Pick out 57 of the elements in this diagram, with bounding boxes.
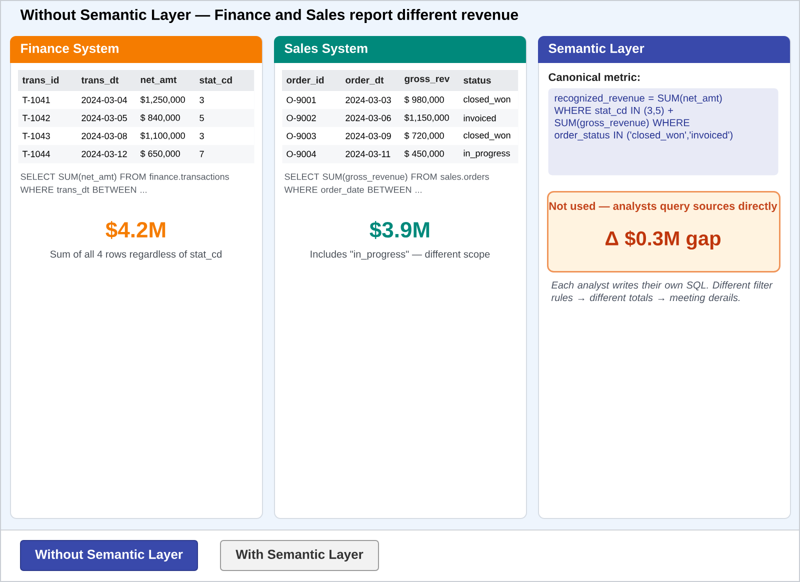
note-text: Each analyst writes their own SQL. Different filter rules → different totals → meeting derails. xyxy=(551,281,773,304)
table-cell: $ 450,000 xyxy=(404,150,444,158)
table-cell: closed_won xyxy=(464,132,510,140)
table-cell: 2024-03-08 xyxy=(82,132,127,140)
alert-text: Not used — analysts query sources directly xyxy=(549,202,778,212)
table-cell: invoiced xyxy=(464,114,496,122)
table-cell: $ 980,000 xyxy=(404,96,444,104)
sql-query: SELECT SUM(net_amt) FROM finance.transactions WHERE trans_dt BETWEEN ... xyxy=(20,173,229,195)
column-header: status xyxy=(464,77,491,84)
table-cell: O-9004 xyxy=(286,150,316,158)
table-cell: 2024-03-09 xyxy=(346,132,391,140)
panel-header: Semantic Layer xyxy=(538,36,790,63)
table-cell: T-1042 xyxy=(22,114,50,122)
table-cell: O-9002 xyxy=(286,114,316,122)
section-label: Canonical metric: xyxy=(548,72,640,82)
metric-value: $3.9M xyxy=(370,221,430,239)
table-cell: 3 xyxy=(200,96,204,104)
toggle-button: With Semantic Layer xyxy=(220,540,379,571)
table-cell: $1,250,000 xyxy=(140,96,185,104)
table-cell: T-1044 xyxy=(22,150,50,158)
column-header: trans_dt xyxy=(81,76,119,84)
table-cell: T-1041 xyxy=(22,96,50,104)
sql-query: SELECT SUM(gross_revenue) FROM sales.orders WHERE order_date BETWEEN ... xyxy=(284,173,489,195)
toggle-button: Without Semantic Layer xyxy=(20,540,198,571)
code-box: recognized_revenue = SUM(net_amt) WHERE stat_cd IN (3,5) + SUM(gross_revenue) WHERE order_status IN ('closed_won','invoiced') xyxy=(548,88,778,176)
metric-caption: Sum of all 4 rows regardless of stat_cd xyxy=(50,250,222,260)
column-header: order_id xyxy=(286,76,324,84)
table-cell: 2024-03-03 xyxy=(346,96,391,104)
table-cell: 5 xyxy=(200,114,204,122)
column-header: stat_cd xyxy=(200,76,232,84)
panel-header: Sales System xyxy=(274,36,526,63)
table-cell: $ 650,000 xyxy=(140,150,180,158)
table-cell: 2024-03-05 xyxy=(82,114,127,122)
metric-caption: Includes "in_progress" — different scope xyxy=(310,250,490,260)
column-header: order_dt xyxy=(346,76,384,84)
table-cell: 2024-03-12 xyxy=(82,150,127,158)
column-header: trans_id xyxy=(22,76,59,84)
table-cell: 2024-03-06 xyxy=(346,114,391,122)
table-cell: 3 xyxy=(200,132,204,140)
panel-header: Finance System xyxy=(10,36,262,63)
table-cell: 2024-03-11 xyxy=(346,150,390,158)
table-cell: T-1043 xyxy=(22,132,50,140)
table-cell: closed_won xyxy=(464,96,510,104)
metric-value: $4.2M xyxy=(106,221,166,239)
table-cell: 7 xyxy=(200,150,204,158)
table-cell: $1,150,000 xyxy=(404,114,449,122)
table-cell: in_progress xyxy=(464,150,510,158)
column-header: gross_rev xyxy=(404,76,450,84)
table-cell: O-9001 xyxy=(286,96,316,104)
table-cell: $1,100,000 xyxy=(140,132,185,140)
table-cell: 2024-03-04 xyxy=(82,96,128,104)
gap-value: Δ $0.3M gap xyxy=(606,230,720,250)
table-cell: $ 720,000 xyxy=(404,132,444,140)
table-cell: O-9003 xyxy=(286,132,316,140)
column-header: net_amt xyxy=(140,76,177,84)
title: Without Semantic Layer — Finance and Sales report different revenue xyxy=(20,9,518,23)
table-cell: $ 840,000 xyxy=(140,114,180,122)
